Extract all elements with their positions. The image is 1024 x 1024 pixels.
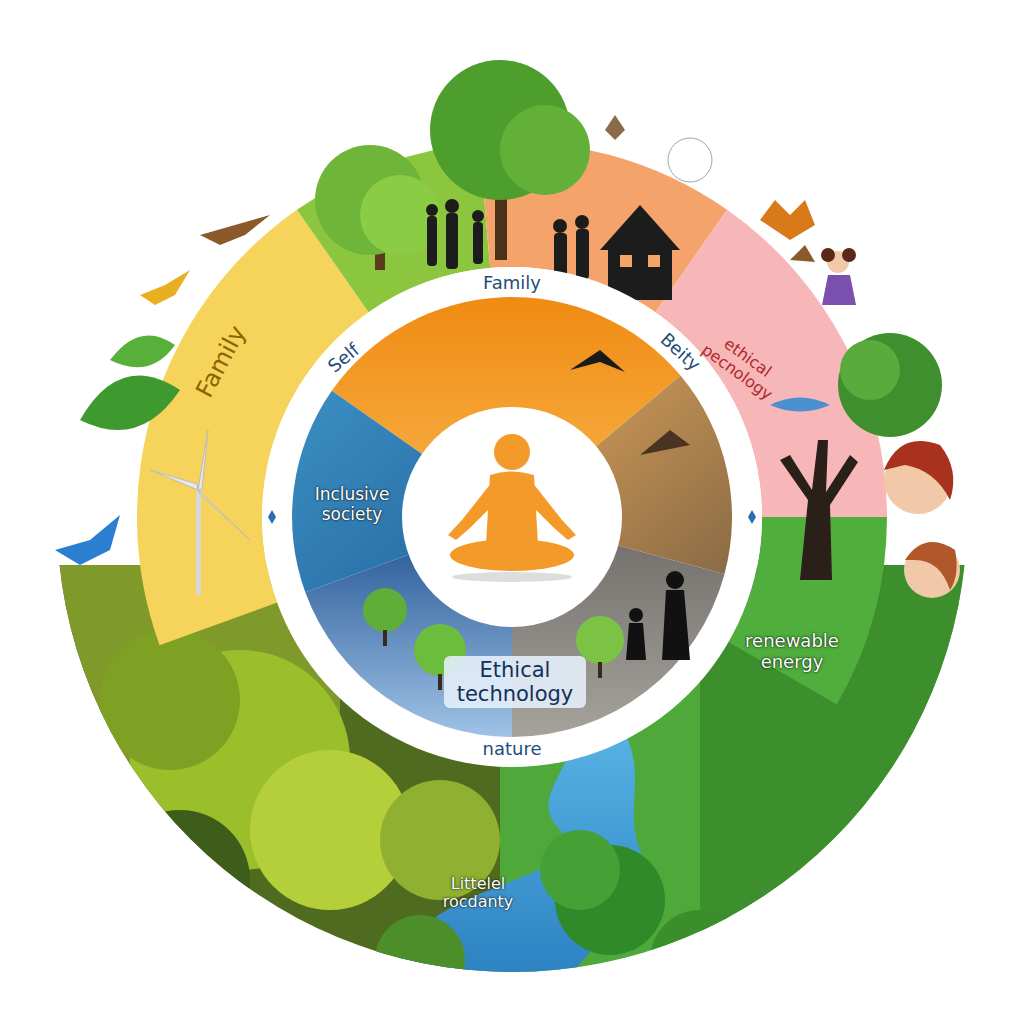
meditating-figure bbox=[448, 434, 576, 571]
meditating-figure-part bbox=[486, 472, 538, 546]
center-circle bbox=[402, 407, 622, 627]
right-scene-part bbox=[780, 440, 858, 580]
top-scene-part-part bbox=[553, 219, 567, 233]
right-scene-part bbox=[904, 542, 960, 598]
top-scene-part-part bbox=[620, 255, 632, 267]
shadow bbox=[452, 572, 572, 582]
ring-label: Family bbox=[483, 273, 541, 294]
left-scene-part bbox=[150, 430, 250, 540]
right-scene-part bbox=[770, 398, 830, 412]
top-scene-part bbox=[500, 105, 590, 195]
ring-markers-part bbox=[268, 510, 276, 524]
segment-label: Ethical technology bbox=[444, 656, 586, 708]
inner-figures-part bbox=[666, 571, 684, 589]
top-scene-part-part bbox=[472, 210, 484, 222]
top-scene-part-part bbox=[426, 204, 438, 216]
white-ring bbox=[262, 267, 762, 767]
left-scene-part bbox=[110, 335, 175, 367]
segment-label: ethical pecnology bbox=[687, 318, 798, 412]
right-scene-part bbox=[842, 248, 856, 262]
inner-figures-part bbox=[363, 588, 407, 632]
ring-label: nature bbox=[483, 739, 542, 760]
left-scene-part bbox=[196, 490, 201, 595]
left-scene-part bbox=[140, 270, 190, 305]
left-scene-part bbox=[790, 245, 815, 262]
right-scene-part bbox=[840, 340, 900, 400]
top-scene-part-part bbox=[445, 199, 459, 213]
landscape-part bbox=[375, 915, 465, 1005]
inner-figures-part bbox=[383, 630, 387, 646]
meditating-figure-part bbox=[526, 482, 576, 540]
inner-figures-part bbox=[438, 674, 442, 690]
right-scene-part bbox=[821, 248, 835, 262]
meditating-figure-part bbox=[450, 539, 574, 571]
top-scene-part-part bbox=[427, 216, 437, 266]
landscape-part bbox=[540, 830, 620, 910]
segment-label: Littelel rocdanty bbox=[428, 875, 528, 912]
inner-figures-part bbox=[662, 590, 690, 660]
top-scene-part-part bbox=[575, 215, 589, 229]
outer-band bbox=[137, 142, 887, 705]
top-scene-part bbox=[620, 255, 660, 267]
left-scene-part bbox=[760, 200, 815, 240]
left-scene-part bbox=[55, 515, 120, 565]
top-scene bbox=[315, 60, 680, 300]
inner-figures-part bbox=[626, 623, 646, 660]
inner-figures bbox=[363, 350, 690, 690]
left-scene-part bbox=[200, 215, 270, 245]
landscape-part bbox=[650, 910, 750, 1010]
inner-figures-part bbox=[598, 662, 602, 678]
right-scene-part bbox=[905, 542, 957, 590]
meditating-figure-part bbox=[448, 482, 498, 540]
ring-label: Self bbox=[324, 339, 363, 377]
top-scene-part-part bbox=[600, 205, 680, 300]
landscape-part bbox=[100, 630, 240, 770]
landscape-part bbox=[110, 810, 250, 950]
inner-figures-part bbox=[629, 608, 643, 622]
right-scene bbox=[770, 248, 960, 598]
inner-wheel bbox=[292, 297, 732, 737]
left-scene-part bbox=[605, 115, 625, 140]
inner-figures-part bbox=[640, 430, 690, 455]
right-scene-part bbox=[884, 441, 953, 500]
top-scene-part-part bbox=[473, 222, 483, 264]
right-scene-part bbox=[838, 333, 942, 437]
top-scene-part-part bbox=[648, 255, 660, 267]
segment-label: renewable energy bbox=[737, 631, 847, 672]
top-scene-part-part bbox=[446, 213, 458, 269]
segment-label: Family bbox=[192, 321, 253, 402]
ring-markers-part bbox=[748, 510, 756, 524]
left-scene-part bbox=[80, 375, 180, 430]
meditating-figure-part bbox=[494, 434, 530, 470]
top-scene-part-part bbox=[576, 229, 589, 279]
segment-label: Inclusive society bbox=[304, 485, 400, 524]
ring-label: Beity bbox=[656, 329, 704, 375]
right-scene-part bbox=[822, 275, 856, 305]
inner-figures-part bbox=[570, 350, 625, 372]
left-scene-part bbox=[668, 138, 712, 182]
